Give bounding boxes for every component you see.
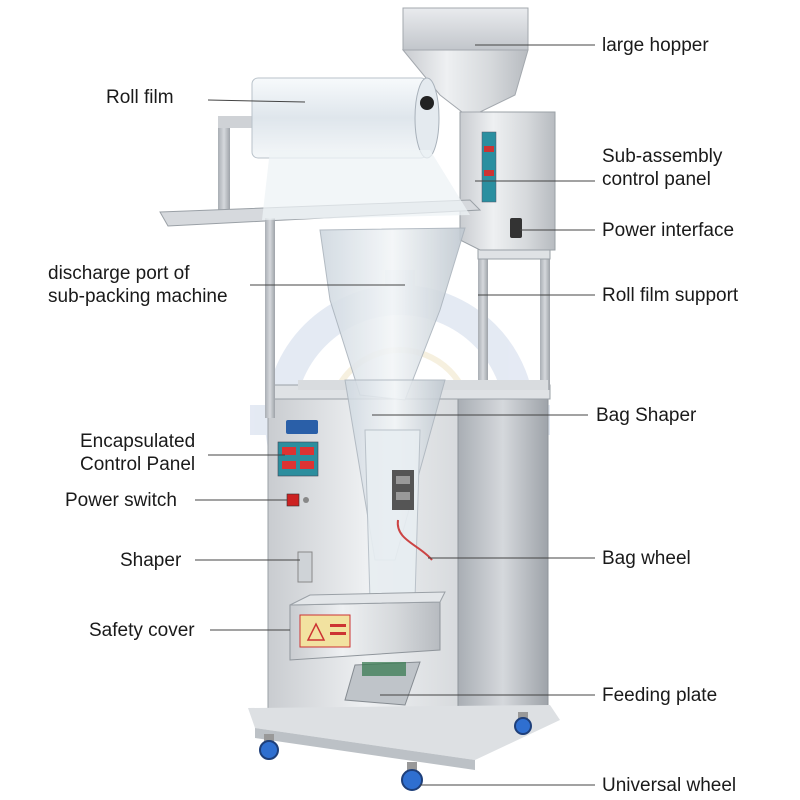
encapsulated-control-panel xyxy=(277,420,319,477)
label-encapsulated-control-panel: Encapsulated Control Panel xyxy=(80,430,195,476)
label-line: Power switch xyxy=(65,490,177,511)
label-line: Control Panel xyxy=(80,454,196,475)
label-power-interface: Power interface xyxy=(602,219,734,242)
label-line: Roll film support xyxy=(602,285,739,306)
label-line: large hopper xyxy=(602,35,709,56)
leader-roll-film xyxy=(207,99,306,103)
safety-cover xyxy=(289,591,446,661)
label-bag-shaper: Bag Shaper xyxy=(596,404,696,427)
leader-lines xyxy=(195,44,595,786)
label-line: discharge port of xyxy=(48,263,190,284)
label-roll-film-support: Roll film support xyxy=(602,284,738,307)
label-large-hopper: large hopper xyxy=(602,34,709,57)
label-line: Sub-assembly xyxy=(602,146,723,167)
label-universal-wheel: Universal wheel xyxy=(602,774,736,797)
label-safety-cover: Safety cover xyxy=(89,619,195,642)
label-line: Roll film xyxy=(106,87,174,108)
label-line: Encapsulated xyxy=(80,431,196,452)
label-line: Shaper xyxy=(120,550,182,571)
machine-base xyxy=(248,705,560,770)
label-line: sub-packing machine xyxy=(48,286,228,307)
label-roll-film: Roll film xyxy=(106,86,174,109)
label-sub-assembly-control-panel: Sub-assembly control panel xyxy=(602,145,722,191)
label-line: Bag Shaper xyxy=(596,405,697,426)
label-line: Feeding plate xyxy=(602,685,718,706)
label-discharge-port: discharge port of sub-packing machine xyxy=(48,262,228,308)
feeding-plate xyxy=(344,661,421,706)
universal-wheel xyxy=(259,712,532,791)
label-power-switch: Power switch xyxy=(65,489,177,512)
power-switch xyxy=(286,493,309,507)
roll-film xyxy=(251,77,470,220)
label-line: Safety cover xyxy=(89,620,195,641)
label-line: control panel xyxy=(602,169,711,190)
label-bag-wheel: Bag wheel xyxy=(602,547,691,570)
sealing-mechanism xyxy=(392,470,433,561)
label-line: Bag wheel xyxy=(602,548,691,569)
shaper-handle xyxy=(297,551,313,583)
large-hopper xyxy=(401,7,529,113)
label-line: Universal wheel xyxy=(602,775,737,796)
label-line: Power interface xyxy=(602,220,735,241)
label-feeding-plate: Feeding plate xyxy=(602,684,717,707)
label-shaper: Shaper xyxy=(120,549,181,572)
